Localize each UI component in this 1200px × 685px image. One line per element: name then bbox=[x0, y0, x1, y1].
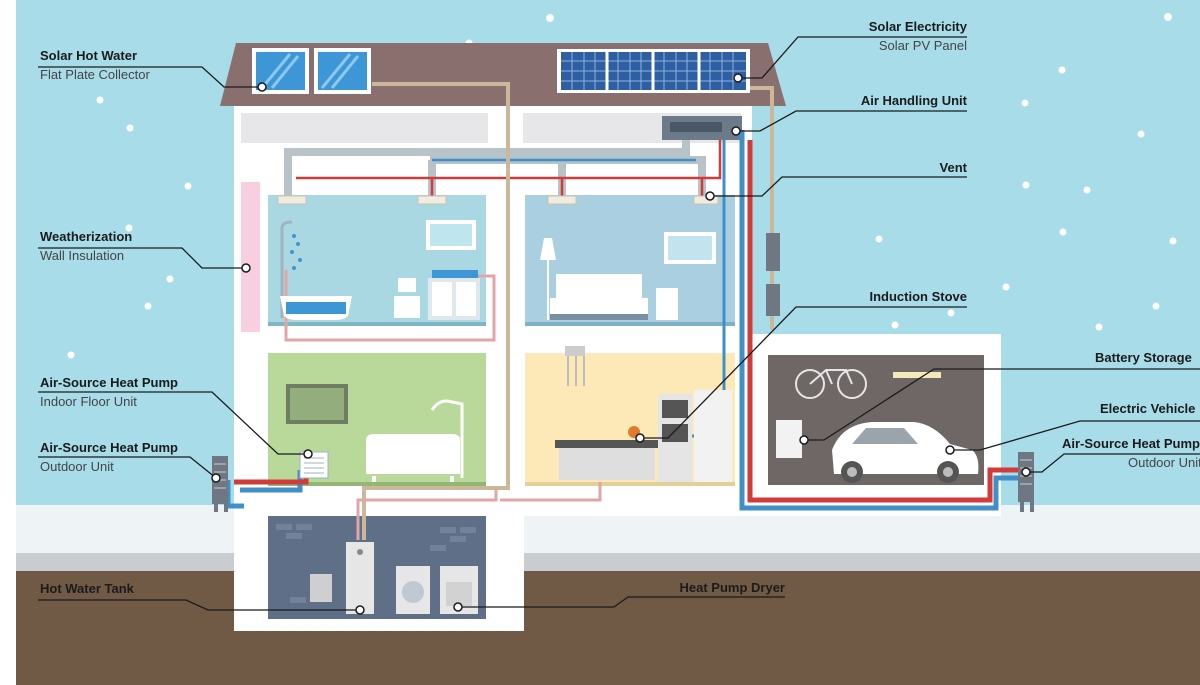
callout-solar-hot-water: Solar Hot Water Flat Plate Collector bbox=[40, 49, 150, 81]
outdoor-unit-left bbox=[212, 456, 228, 512]
callout-hot-water-tank: Hot Water Tank bbox=[40, 582, 134, 595]
callout-ashp-indoor: Air-Source Heat Pump Indoor Floor Unit bbox=[40, 376, 178, 408]
callout-markers bbox=[211, 73, 1031, 615]
callout-induction-stove: Induction Stove bbox=[870, 290, 968, 303]
marker-hot-water-tank bbox=[355, 605, 365, 615]
marker-indoor-floor-unit bbox=[303, 449, 313, 459]
callout-subtitle: Indoor Floor Unit bbox=[40, 394, 137, 409]
kitchen-floor bbox=[525, 482, 735, 486]
garage-contents bbox=[776, 369, 979, 483]
marker-battery-storage bbox=[799, 435, 809, 445]
marker-air-handling-unit bbox=[731, 126, 741, 136]
callout-heat-pump-dryer: Heat Pump Dryer bbox=[680, 581, 785, 594]
callout-vent: Vent bbox=[940, 161, 967, 174]
wall-insulation bbox=[241, 182, 260, 332]
callout-title: Electric Vehicle bbox=[1100, 401, 1196, 416]
road-band bbox=[16, 553, 1200, 571]
inverter-box-lower bbox=[766, 284, 780, 316]
callout-subtitle: Flat Plate Collector bbox=[40, 67, 150, 82]
callout-title: Battery Storage bbox=[1095, 350, 1192, 365]
marker-outdoor-unit-right bbox=[1021, 467, 1031, 477]
marker-outdoor-unit-left bbox=[211, 473, 221, 483]
callout-subtitle: Outdoor Unit bbox=[1128, 455, 1200, 470]
basement-appliances bbox=[310, 542, 478, 614]
solar-hot-water-collector bbox=[252, 48, 371, 94]
air-handling-unit bbox=[662, 116, 742, 140]
callout-ashp-outdoor-left: Air-Source Heat Pump Outdoor Unit bbox=[40, 441, 178, 473]
inverter-box-upper bbox=[766, 233, 780, 271]
marker-solar-hot-water bbox=[257, 82, 267, 92]
marker-electric-vehicle bbox=[945, 445, 955, 455]
bedroom-furniture bbox=[540, 232, 716, 320]
callout-subtitle: Wall Insulation bbox=[40, 248, 125, 263]
marker-solar-pv bbox=[733, 73, 743, 83]
leader-lines bbox=[38, 36, 1200, 611]
living-floor bbox=[268, 482, 486, 486]
callout-title: Weatherization bbox=[40, 229, 133, 244]
callout-electric-vehicle: Electric Vehicle bbox=[1100, 402, 1195, 415]
bedroom-floor bbox=[525, 322, 735, 326]
duct-supply-lines bbox=[296, 140, 722, 196]
marker-weatherization bbox=[241, 263, 251, 273]
bathroom-fixtures bbox=[280, 220, 480, 320]
callout-title: Air Handling Unit bbox=[860, 93, 967, 108]
basement-bricks bbox=[276, 524, 476, 603]
callout-ashp-outdoor-right: Air-Source Heat Pump Outdoor Unit bbox=[1062, 437, 1200, 469]
callout-air-handling-unit: Air Handling Unit bbox=[861, 94, 967, 107]
marker-induction-stove bbox=[635, 433, 645, 443]
marker-vent bbox=[705, 191, 715, 201]
callout-title: Heat Pump Dryer bbox=[679, 580, 785, 595]
callout-solar-electricity: Solar Electricity Solar PV Panel bbox=[869, 20, 967, 52]
callout-title: Air-Source Heat Pump bbox=[40, 375, 178, 390]
bathroom-floor bbox=[268, 322, 486, 326]
callout-weatherization: Weatherization Wall Insulation bbox=[40, 230, 132, 262]
callout-title: Air-Source Heat Pump bbox=[1062, 436, 1200, 451]
snowflakes bbox=[67, 13, 1177, 359]
callout-title: Solar Electricity bbox=[868, 19, 967, 34]
kitchen-appliances bbox=[555, 346, 732, 482]
solar-pv-panel bbox=[557, 49, 750, 93]
callout-title: Air-Source Heat Pump bbox=[40, 440, 178, 455]
attic-strip-left bbox=[241, 113, 488, 143]
callout-title: Solar Hot Water bbox=[40, 48, 138, 63]
callout-title: Induction Stove bbox=[869, 289, 968, 304]
callout-battery-storage: Battery Storage bbox=[1095, 351, 1192, 364]
marker-heat-pump-dryer bbox=[453, 602, 463, 612]
callout-title: Vent bbox=[939, 160, 967, 175]
ground bbox=[16, 571, 1200, 685]
callout-subtitle: Outdoor Unit bbox=[40, 459, 114, 474]
callout-subtitle: Solar PV Panel bbox=[878, 38, 967, 53]
callout-title: Hot Water Tank bbox=[40, 581, 134, 596]
